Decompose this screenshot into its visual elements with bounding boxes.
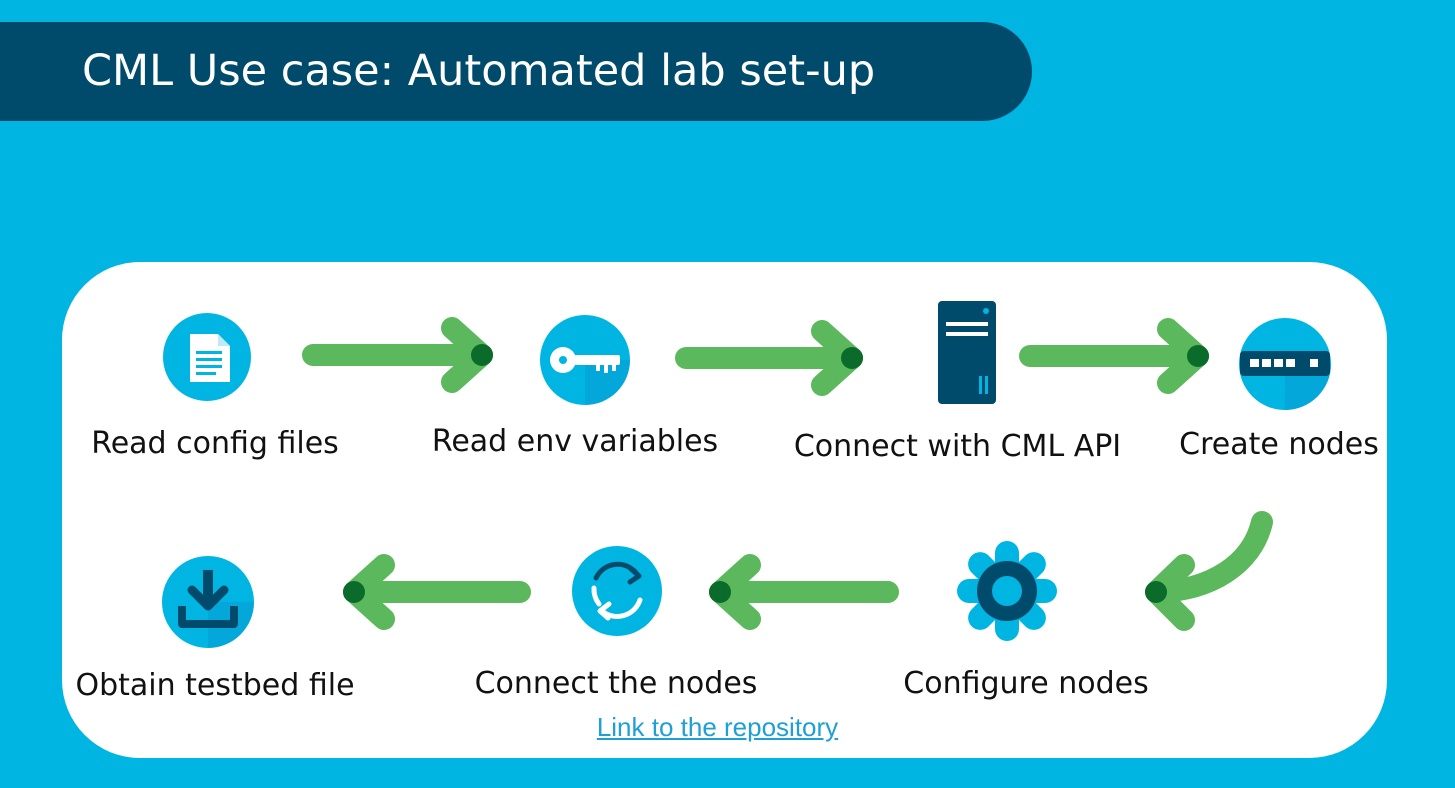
flow-panel (62, 262, 1387, 758)
download-icon (162, 556, 254, 648)
arrow-6 (343, 554, 531, 630)
step-label-read-config: Read config files (91, 426, 339, 461)
title-bar: CML Use case: Automated lab set-up (0, 22, 1032, 121)
step-label-read-env: Read env variables (431, 424, 719, 459)
page-title: CML Use case: Automated lab set-up (82, 46, 876, 96)
repository-link[interactable]: Link to the repository (596, 712, 839, 742)
step-label-create-nodes: Create nodes (1179, 427, 1379, 462)
step-label-connect-api: Connect with CML API (793, 429, 1122, 464)
arrow-2 (675, 320, 863, 396)
step-label-configure-nodes: Configure nodes (903, 666, 1149, 701)
server-icon (938, 301, 996, 404)
arrow-1 (302, 317, 493, 393)
sync-icon (572, 546, 662, 636)
document-icon (163, 313, 251, 401)
switch-icon (1239, 318, 1331, 410)
arrow-4 (1145, 511, 1273, 631)
key-icon (540, 315, 630, 405)
gear-icon (957, 541, 1057, 641)
step-label-connect-nodes: Connect the nodes (474, 666, 758, 701)
step-label-obtain-testbed: Obtain testbed file (75, 668, 355, 703)
arrow-3 (1019, 318, 1209, 394)
arrow-5 (709, 554, 899, 630)
